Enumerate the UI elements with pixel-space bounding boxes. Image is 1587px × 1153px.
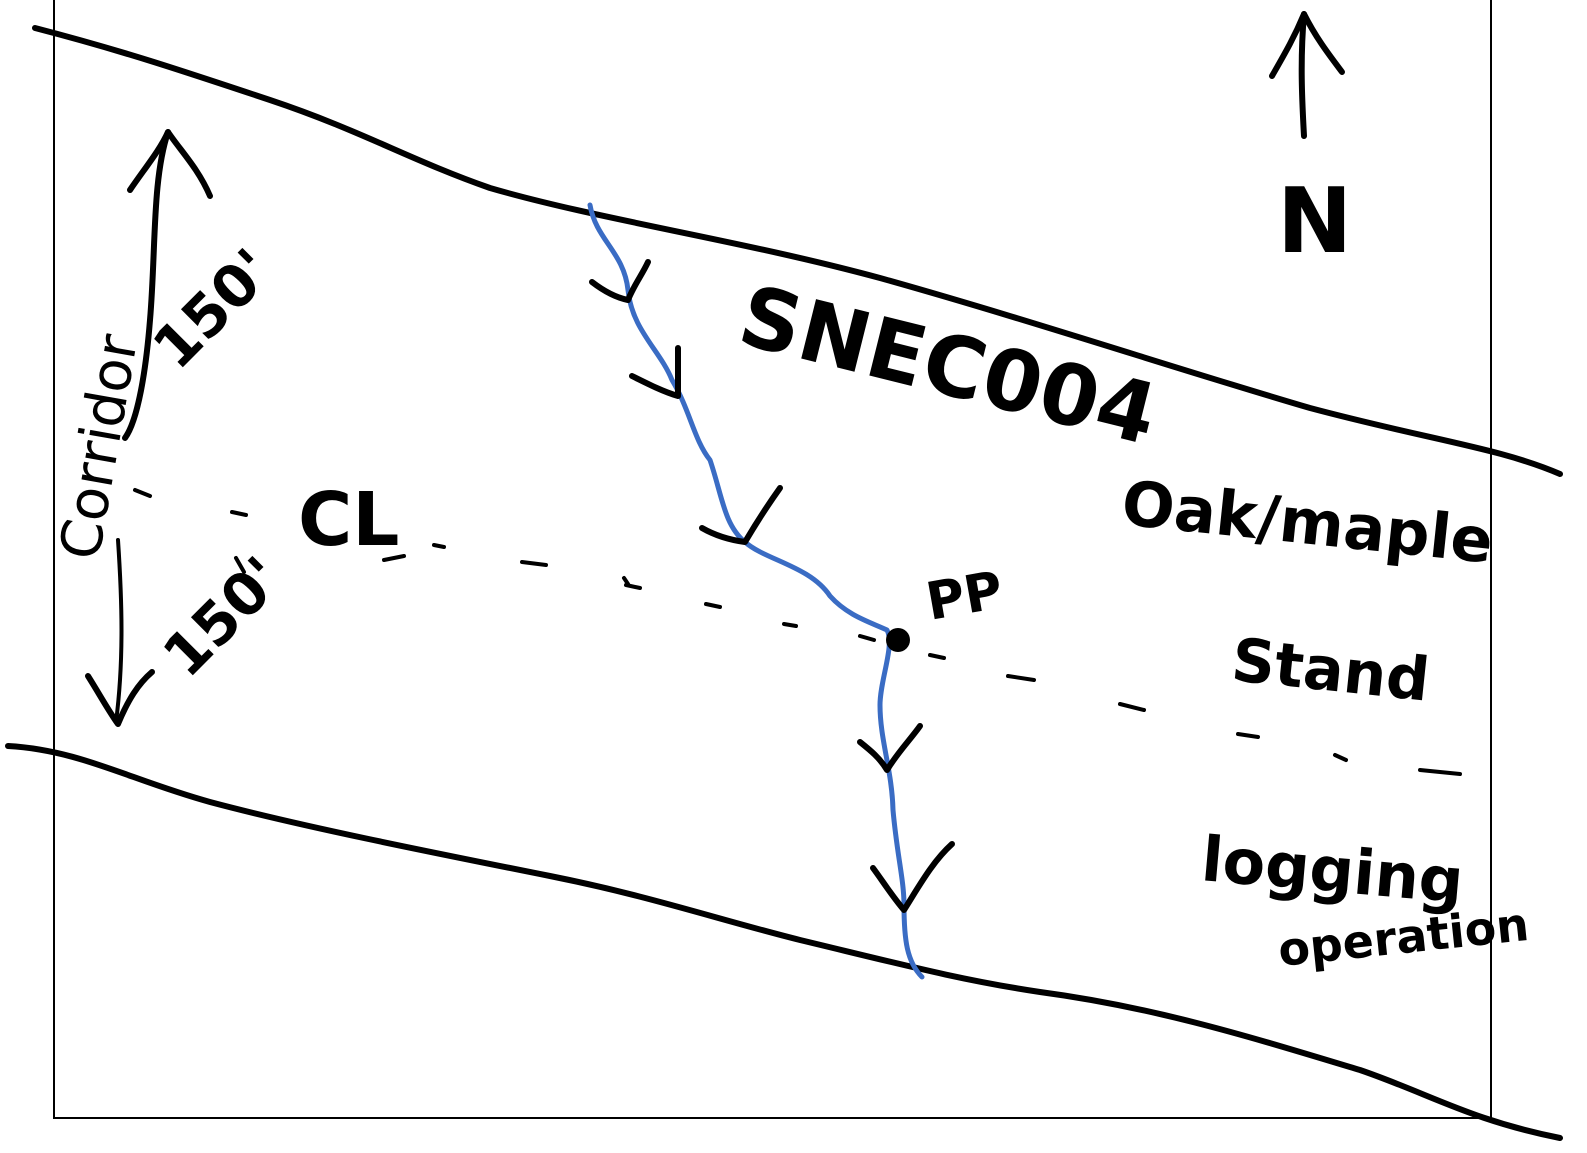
- flow-chevron-icon-5: [870, 841, 955, 913]
- plot-point-dot-icon: [886, 628, 910, 652]
- operation-label: logging: [1199, 822, 1467, 918]
- corridor-label: Corridor: [48, 329, 152, 565]
- north-label: N: [1277, 169, 1352, 274]
- width-lower-label: 150': [150, 544, 296, 690]
- corridor-lower-boundary: [5, 743, 1563, 1141]
- plot-point-label: PP: [922, 560, 1007, 632]
- corridor-upper-boundary: [32, 25, 1563, 477]
- flow-chevron-icon-4: [857, 723, 923, 773]
- corridor-width-arrow-icon: [85, 129, 213, 727]
- centerline-dashes: [133, 488, 1462, 776]
- operation-label-line2: operation: [1276, 897, 1532, 977]
- flow-chevron-icon-2: [629, 345, 681, 399]
- stand-label: Oak/maple: [1118, 466, 1496, 578]
- map-frame: [53, 0, 1492, 1119]
- centerline-label: CL: [298, 477, 399, 563]
- flow-chevron-icon-3: [699, 485, 783, 545]
- north-arrow-icon: [1269, 11, 1345, 139]
- flow-chevron-icon-1: [589, 259, 651, 303]
- width-upper-label: 150': [140, 236, 286, 382]
- stand-label-line2: Stand: [1228, 625, 1432, 715]
- stream-line: [587, 202, 925, 980]
